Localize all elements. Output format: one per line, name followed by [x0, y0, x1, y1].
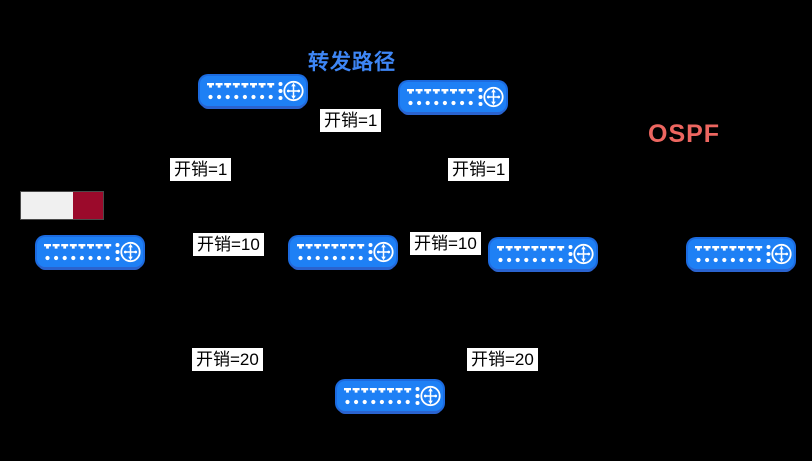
legend-flag-left-band [21, 192, 73, 219]
router-mid-right[interactable] [490, 239, 596, 269]
router-mid-far-left[interactable] [37, 237, 143, 267]
cost-label-upper-left: 开销=1 [170, 158, 232, 181]
cost-label-upper-right: 开销=1 [448, 158, 510, 181]
router-top-left[interactable] [200, 76, 306, 106]
router-icon [407, 86, 504, 108]
cost-label-mid-right: 开销=10 [410, 232, 481, 255]
cost-label-lower-left: 开销=20 [192, 348, 263, 371]
router-far-right[interactable] [688, 239, 794, 269]
legend-flag-right-band [73, 192, 103, 219]
router-top-right[interactable] [400, 82, 506, 112]
router-icon [497, 243, 594, 265]
router-mid-center[interactable] [290, 237, 396, 267]
cost-label-top-center: 开销=1 [320, 109, 382, 132]
router-icon [695, 243, 792, 265]
legend-flag [20, 191, 104, 220]
router-icon [297, 241, 394, 263]
cost-label-mid-left: 开销=10 [193, 233, 264, 256]
router-icon [344, 385, 441, 407]
router-bottom[interactable] [337, 381, 443, 411]
router-icon [44, 241, 141, 263]
diagram-title: 转发路径 [308, 51, 396, 74]
router-icon [207, 80, 304, 102]
protocol-label: OSPF [648, 120, 721, 148]
cost-label-lower-right: 开销=20 [467, 348, 538, 371]
